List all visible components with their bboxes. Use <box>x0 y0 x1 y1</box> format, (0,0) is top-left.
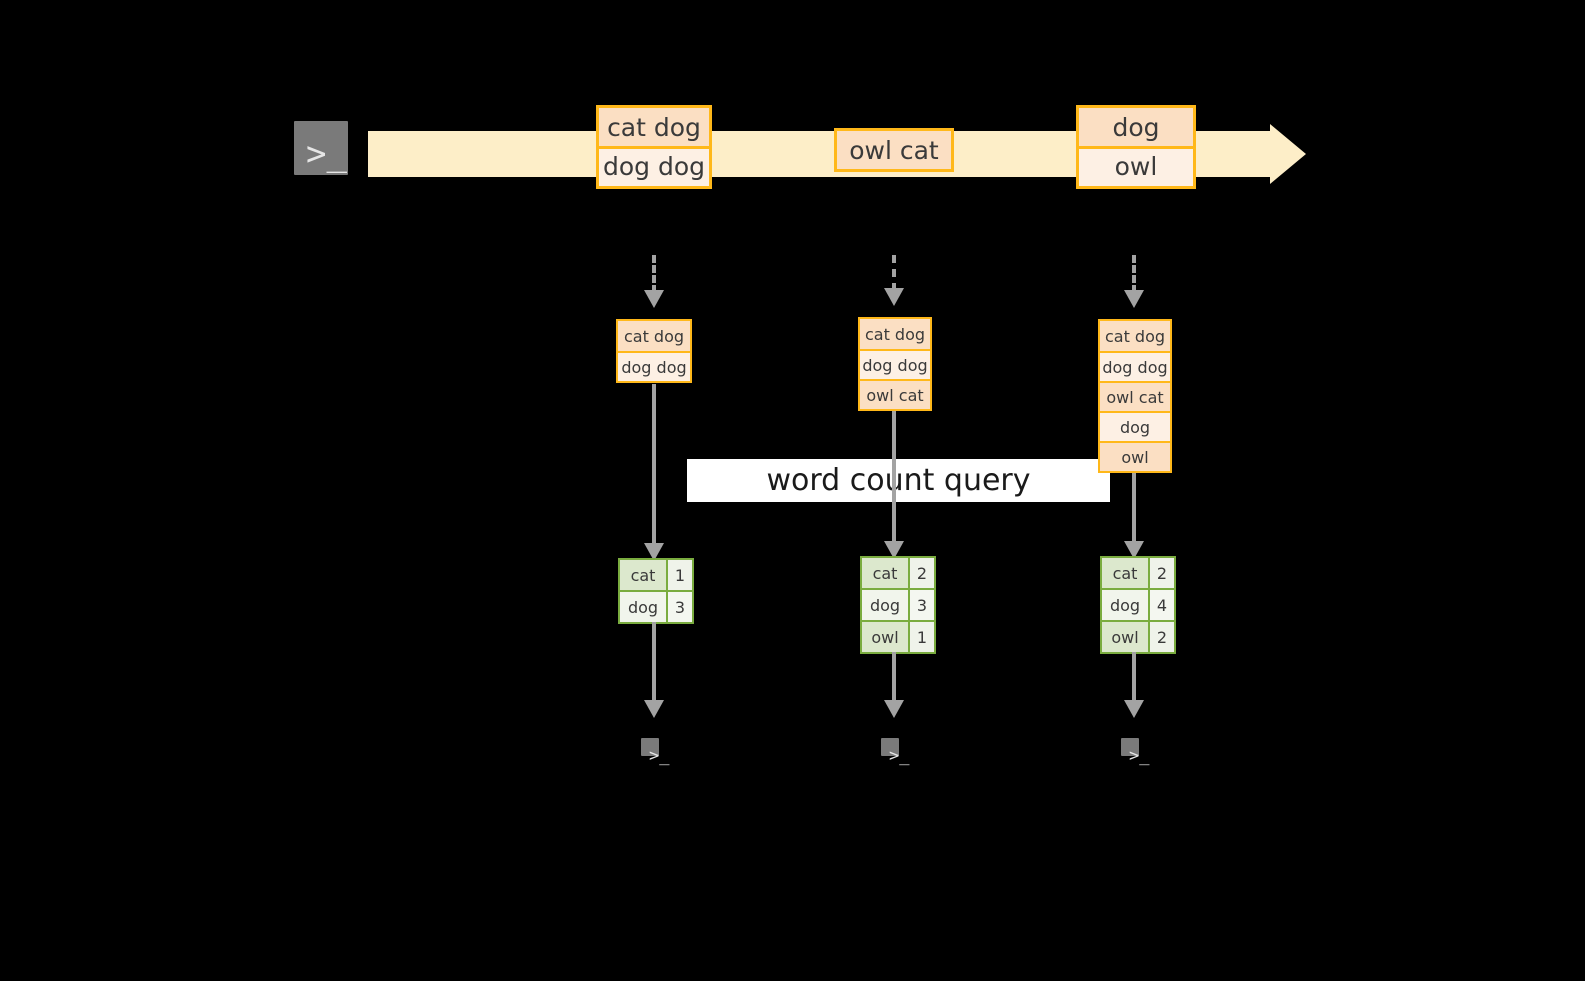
result-row: cat 1 <box>620 560 692 590</box>
stream-arrowhead <box>1270 124 1306 184</box>
result-sink-arrow-3 <box>1124 700 1144 718</box>
snapshot-input-row: cat dog <box>1100 321 1170 351</box>
result-count: 1 <box>908 622 934 652</box>
result-sink-line-1 <box>652 622 656 704</box>
result-word: dog <box>862 590 908 620</box>
query-flow-line-2-overlay <box>892 459 896 502</box>
stream-record-line: owl <box>1079 146 1193 184</box>
stream-record-line: owl cat <box>837 131 951 169</box>
result-row: owl 1 <box>862 620 934 652</box>
snapshot-input-row: owl cat <box>1100 381 1170 411</box>
stream-tap-line-3 <box>1132 255 1136 293</box>
query-flow-line-3 <box>1132 473 1136 544</box>
result-sink-arrow-2 <box>884 700 904 718</box>
snapshot-input-row: cat dog <box>860 319 930 349</box>
result-row: dog 4 <box>1102 588 1174 620</box>
source-terminal-icon[interactable]: >_ <box>281 108 361 188</box>
stream-record-line: dog dog <box>599 146 709 184</box>
terminal-screen <box>1121 738 1139 756</box>
result-word: owl <box>862 622 908 652</box>
result-sink-arrow-1 <box>644 700 664 718</box>
result-word: cat <box>862 558 908 588</box>
result-count: 3 <box>908 590 934 620</box>
snapshot-result-2[interactable]: cat 2 dog 3 owl 1 <box>860 556 936 654</box>
stream-record-group-3[interactable]: dog owl <box>1076 105 1196 189</box>
result-word: dog <box>1102 590 1148 620</box>
terminal-screen <box>294 121 348 175</box>
result-count: 4 <box>1148 590 1174 620</box>
terminal-prompt-glyph: >_ <box>1129 746 1150 766</box>
query-label: word count query <box>766 463 1031 498</box>
snapshot-input-row: dog dog <box>1100 351 1170 381</box>
result-count: 2 <box>1148 558 1174 588</box>
stream-record-line: dog <box>1079 108 1193 146</box>
result-row: dog 3 <box>620 590 692 622</box>
snapshot-input-row: owl cat <box>860 379 930 409</box>
query-flow-arrow-3 <box>1124 541 1144 559</box>
snapshot-input-row: cat dog <box>618 321 690 351</box>
stream-tap-line-1 <box>652 255 656 293</box>
result-row: dog 3 <box>862 588 934 620</box>
terminal-screen <box>881 738 899 756</box>
snapshot-input-row: dog dog <box>860 349 930 379</box>
result-word: dog <box>620 592 666 622</box>
query-flow-line-1-overlay <box>652 459 656 502</box>
sink-terminal-icon-1[interactable]: >_ <box>628 725 672 769</box>
result-row: cat 2 <box>1102 558 1174 588</box>
terminal-prompt-glyph: >_ <box>306 134 347 174</box>
stream-tap-arrow-3 <box>1124 290 1144 308</box>
result-count: 2 <box>1148 622 1174 652</box>
stream-record-line: cat dog <box>599 108 709 146</box>
result-word: cat <box>620 560 666 590</box>
query-flow-arrow-2 <box>884 541 904 559</box>
result-word: cat <box>1102 558 1148 588</box>
result-sink-line-3 <box>1132 652 1136 704</box>
snapshot-input-row: owl <box>1100 441 1170 471</box>
sink-terminal-icon-3[interactable]: >_ <box>1108 725 1152 769</box>
terminal-prompt-glyph: >_ <box>889 746 910 766</box>
stream-tap-arrow-2 <box>884 288 904 306</box>
result-count: 1 <box>666 560 692 590</box>
stream-tap-line-2 <box>892 255 896 291</box>
terminal-prompt-glyph: >_ <box>649 746 670 766</box>
result-row: cat 2 <box>862 558 934 588</box>
result-word: owl <box>1102 622 1148 652</box>
query-flow-arrow-1 <box>644 543 664 561</box>
snapshot-input-row: dog <box>1100 411 1170 441</box>
snapshot-result-3[interactable]: cat 2 dog 4 owl 2 <box>1100 556 1176 654</box>
stream-tap-arrow-1 <box>644 290 664 308</box>
snapshot-input-3-overlay[interactable]: cat dog dog dog owl cat dog owl <box>1098 319 1172 473</box>
sink-terminal-icon-2[interactable]: >_ <box>868 725 912 769</box>
stream-record-group-1[interactable]: cat dog dog dog <box>596 105 712 189</box>
query-banner: word count query <box>687 459 1110 502</box>
result-sink-line-2 <box>892 652 896 704</box>
terminal-screen <box>641 738 659 756</box>
snapshot-input-row: dog dog <box>618 351 690 381</box>
result-count: 3 <box>666 592 692 622</box>
snapshot-result-1[interactable]: cat 1 dog 3 <box>618 558 694 624</box>
stream-record-group-2[interactable]: owl cat <box>834 128 954 172</box>
result-count: 2 <box>908 558 934 588</box>
snapshot-input-1[interactable]: cat dog dog dog <box>616 319 692 383</box>
result-row: owl 2 <box>1102 620 1174 652</box>
snapshot-input-2[interactable]: cat dog dog dog owl cat <box>858 317 932 411</box>
